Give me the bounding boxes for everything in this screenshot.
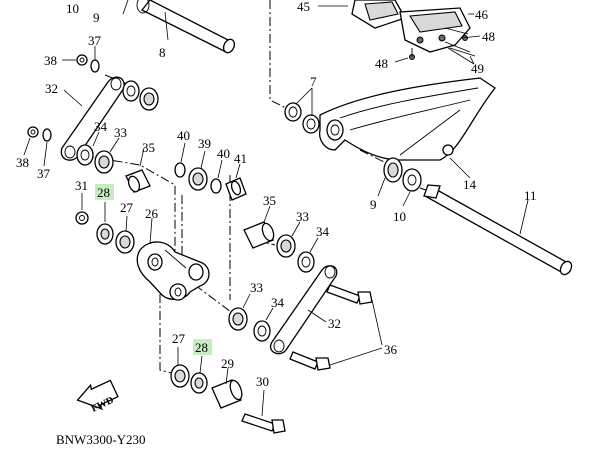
callout-27-lower: 27 — [172, 331, 186, 346]
callout-34-center: 34 — [271, 295, 285, 310]
callout-39: 39 — [198, 136, 211, 151]
part-10-washer — [402, 168, 422, 192]
part-36-lower-bolt — [289, 351, 331, 371]
part-41-collar — [225, 177, 247, 201]
callout-29: 29 — [221, 356, 234, 371]
callout-7: 7 — [310, 74, 317, 89]
part-26-relay-arm — [136, 241, 210, 301]
part-29-collar — [211, 379, 243, 409]
part-32-connecting-rod-upper — [60, 76, 125, 161]
callout-9-top: 9 — [93, 10, 100, 25]
swingarm — [319, 77, 496, 161]
part-32-connecting-rod-lower — [269, 265, 338, 355]
part-34-right-bearing — [297, 251, 315, 273]
callout-26: 26 — [145, 206, 159, 221]
part-40-right-circlip — [210, 178, 222, 194]
callout-33-center: 33 — [250, 280, 263, 295]
part-39-bearing — [188, 167, 208, 191]
callout-37-upper: 37 — [88, 33, 102, 48]
callout-41: 41 — [234, 151, 247, 166]
callout-14: 14 — [463, 177, 477, 192]
part-38-upper-nut — [76, 54, 88, 66]
callout-8: 8 — [159, 45, 166, 60]
part-30-bolt — [241, 413, 286, 434]
highlight-28-lower — [193, 339, 212, 355]
part-35-center-collar — [243, 221, 275, 249]
part-27-upper-bearing — [115, 230, 135, 254]
callout-48-right: 48 — [482, 29, 495, 44]
callout-38-upper: 38 — [44, 53, 57, 68]
callout-33-left: 33 — [114, 125, 127, 140]
part-37-upper-washer — [90, 59, 100, 73]
callout-31: 31 — [75, 178, 88, 193]
callout-28-upper: 28 — [97, 185, 110, 200]
callout-40-right: 40 — [217, 146, 230, 161]
part-35-left-collar — [125, 169, 151, 193]
part-33-left-bearing — [94, 150, 114, 174]
part-33-center-bearing — [228, 307, 248, 331]
callout-9-mid: 9 — [370, 197, 377, 212]
part-11-pivot-axle — [423, 184, 573, 276]
callout-35-left: 35 — [142, 140, 155, 155]
callout-34-right: 34 — [316, 224, 330, 239]
part-8-pivot-shaft — [136, 0, 236, 54]
callout-32-upper: 32 — [45, 81, 58, 96]
callout-10-top: 10 — [66, 1, 79, 16]
callout-46: 46 — [475, 7, 489, 22]
callout-30: 30 — [256, 374, 269, 389]
fwd-arrow-icon: FWD — [76, 379, 119, 415]
callout-40-left: 40 — [177, 128, 190, 143]
part-34-left-bearing — [76, 144, 94, 166]
callout-37-lower: 37 — [37, 166, 51, 181]
part-28-upper-seal — [96, 223, 114, 245]
part-38-lower-nut — [27, 126, 39, 138]
highlight-28-upper — [95, 184, 114, 200]
part-31-nut — [75, 211, 89, 225]
part-7-bearings — [284, 102, 320, 134]
callout-35-center: 35 — [263, 193, 276, 208]
part-40-left-circlip — [174, 162, 186, 178]
part-36-upper-bolt — [326, 284, 373, 305]
callout-28-lower: 28 — [195, 340, 208, 355]
diagram-code: BNW3300-Y230 — [56, 432, 146, 447]
part-34-center-bearing — [253, 320, 271, 342]
part-9-seal — [383, 157, 403, 183]
callout-49: 49 — [471, 61, 484, 76]
part-34-left-upper-bearing — [122, 80, 140, 102]
callout-34-left: 34 — [94, 119, 108, 134]
callout-11: 11 — [524, 188, 537, 203]
part-33-right-bearing — [276, 234, 296, 258]
callout-27-upper: 27 — [120, 200, 134, 215]
callout-33-right: 33 — [296, 209, 309, 224]
footrest-bracket-group — [351, 0, 476, 60]
part-33-left-upper-bearing — [139, 87, 159, 111]
callout-48-lower: 48 — [375, 56, 388, 71]
part-27-lower-bearing — [170, 364, 190, 388]
callout-10-mid: 10 — [393, 209, 406, 224]
callout-36: 36 — [384, 342, 398, 357]
callout-38-lower: 38 — [16, 155, 29, 170]
part-37-lower-washer — [42, 128, 52, 142]
part-28-lower-seal — [190, 372, 208, 394]
callout-45: 45 — [297, 0, 310, 14]
callout-32-lower: 32 — [328, 316, 341, 331]
